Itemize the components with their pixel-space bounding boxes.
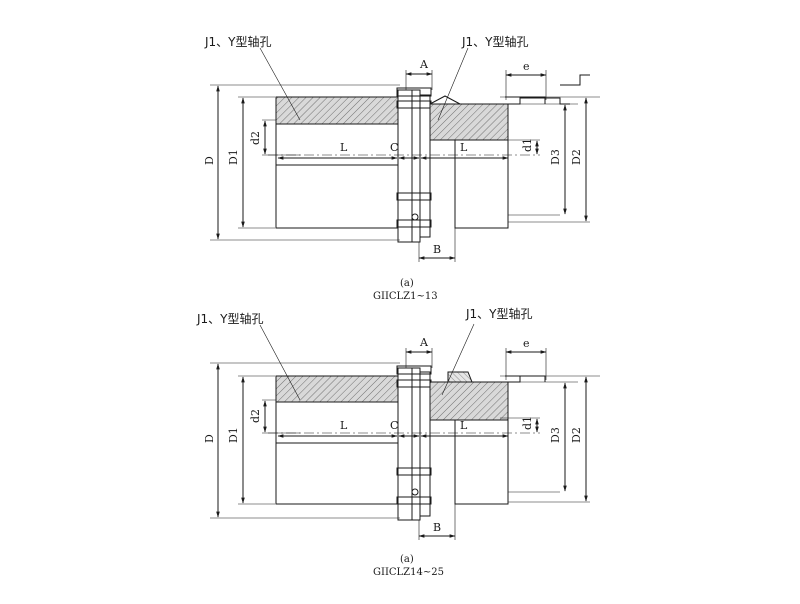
- label-B: B: [433, 243, 441, 256]
- label-D1: D1: [227, 427, 240, 443]
- shaft-extension: [508, 97, 570, 105]
- bore-label-right: J1、Y型轴孔: [461, 34, 529, 49]
- right-hub-section: [429, 381, 509, 421]
- bolt-group: [396, 365, 432, 505]
- label-L-right: L: [460, 419, 468, 432]
- right-hub-body: [454, 140, 509, 229]
- label-e: e: [523, 60, 530, 73]
- caption-model: GIICLZ1~13: [373, 291, 438, 302]
- bore-label-right: J1、Y型轴孔: [465, 306, 533, 321]
- sleeve-edge: [429, 95, 461, 105]
- label-A: A: [419, 58, 429, 71]
- bore-label-left: J1、Y型轴孔: [196, 311, 264, 326]
- left-hub-section: [275, 96, 399, 125]
- label-L-left: L: [340, 141, 348, 154]
- label-A: A: [419, 336, 429, 349]
- right-flange: [419, 371, 431, 517]
- sleeve-section: [447, 371, 473, 383]
- label-d1: d1: [521, 138, 534, 152]
- left-hub-body: [275, 124, 399, 229]
- label-C: C: [390, 419, 398, 432]
- caption-model: GIICLZ14~25: [373, 567, 444, 578]
- label-D3: D3: [549, 427, 562, 443]
- left-hub-body: [275, 402, 399, 505]
- leader-left: [259, 324, 301, 401]
- label-D3: D3: [549, 149, 562, 165]
- label-L-right: L: [460, 141, 468, 154]
- label-D: D: [203, 156, 216, 165]
- leader-left: [259, 47, 301, 121]
- shaft-extension: [508, 376, 521, 383]
- label-D1: D1: [227, 149, 240, 165]
- caption-letter: (a): [400, 554, 414, 565]
- label-L-left: L: [340, 419, 348, 432]
- label-D2: D2: [570, 149, 583, 165]
- bore-label-left: J1、Y型轴孔: [204, 34, 272, 49]
- figure-top: J1、Y型轴孔 J1、Y型轴孔 A B C e L L D D1 d2 d1 D…: [203, 34, 600, 302]
- label-d2: d2: [249, 131, 262, 145]
- label-d2: d2: [249, 409, 262, 423]
- right-hub-section: [429, 103, 509, 141]
- right-flange: [419, 94, 431, 238]
- leader-right: [437, 47, 469, 121]
- right-hub-body: [454, 420, 509, 505]
- label-D: D: [203, 434, 216, 443]
- label-e: e: [523, 337, 530, 350]
- label-d1: d1: [521, 416, 534, 430]
- label-D2: D2: [570, 427, 583, 443]
- label-C: C: [390, 141, 398, 154]
- left-flange: [397, 89, 413, 243]
- shaft-key: [505, 375, 546, 382]
- label-B: B: [433, 521, 441, 534]
- figure-bottom: J1、Y型轴孔 J1、Y型轴孔 A B C e L L D D1 d2 d1 D…: [196, 306, 600, 578]
- leader-right: [441, 323, 475, 396]
- shaft-break: [560, 74, 590, 86]
- caption-letter: (a): [400, 278, 414, 289]
